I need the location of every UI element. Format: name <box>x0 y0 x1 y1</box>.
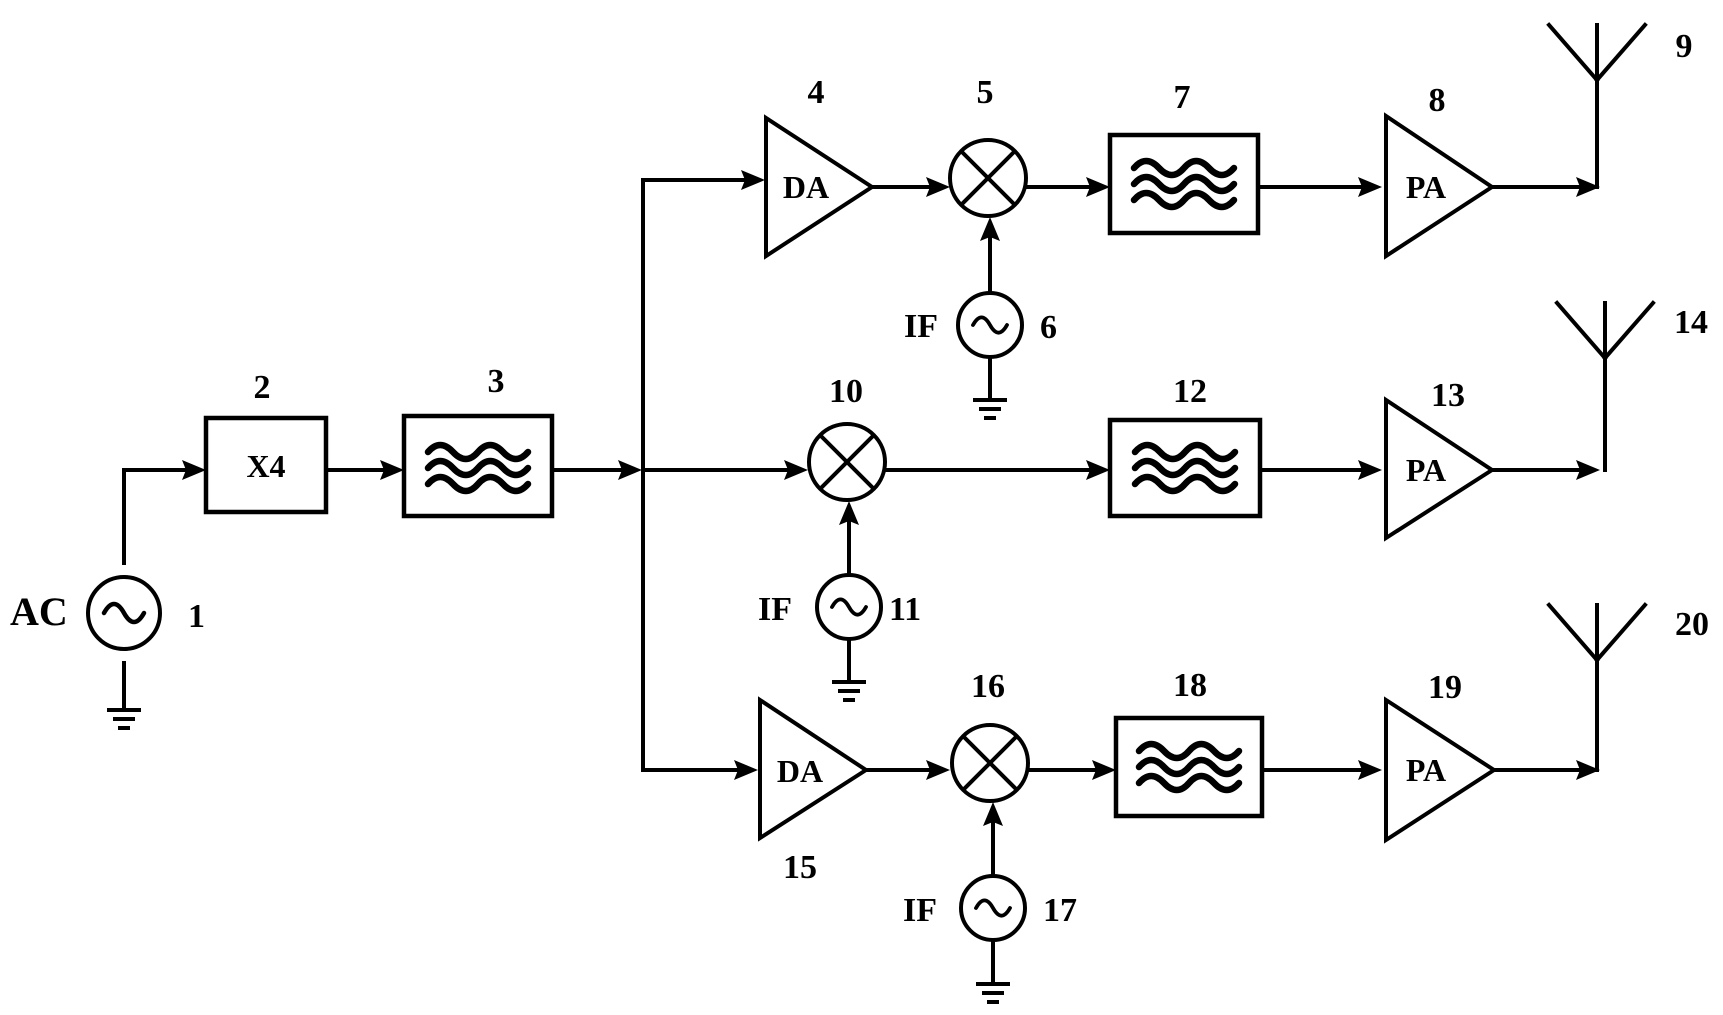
label-16: 16 <box>971 668 1005 705</box>
label-5: 5 <box>977 74 994 111</box>
multiplier-label: X4 <box>246 448 285 484</box>
pa-8-label: PA <box>1406 169 1446 205</box>
label-14: 14 <box>1674 304 1708 341</box>
ground-icon <box>107 710 141 728</box>
ac-label: AC <box>10 589 68 634</box>
antenna-14-icon <box>1557 303 1653 358</box>
if-17-label: IF <box>903 892 937 929</box>
if-11-label: IF <box>758 591 792 628</box>
ground-icon <box>832 682 866 700</box>
da-4-label: DA <box>783 169 829 205</box>
da-15-label: DA <box>777 753 823 789</box>
label-2: 2 <box>254 369 271 406</box>
label-11: 11 <box>889 591 921 628</box>
label-18: 18 <box>1173 667 1207 704</box>
label-10: 10 <box>829 373 863 410</box>
antenna-20-icon <box>1549 605 1645 660</box>
ac-source-1 <box>88 474 160 728</box>
antenna-9-icon <box>1549 25 1645 80</box>
label-8: 8 <box>1429 82 1446 119</box>
ground-icon <box>973 400 1007 418</box>
label-3: 3 <box>488 363 505 400</box>
label-6: 6 <box>1040 309 1057 346</box>
label-9: 9 <box>1676 28 1693 65</box>
ground-icon <box>976 984 1010 1002</box>
label-19: 19 <box>1428 669 1462 706</box>
label-20: 20 <box>1675 606 1709 643</box>
pa-13-label: PA <box>1406 452 1446 488</box>
label-12: 12 <box>1173 373 1207 410</box>
if-6-label: IF <box>904 308 938 345</box>
pa-19-label: PA <box>1406 752 1446 788</box>
label-4: 4 <box>808 74 825 111</box>
label-15: 15 <box>783 849 817 886</box>
label-17: 17 <box>1043 892 1077 929</box>
label-1: 1 <box>188 598 205 635</box>
label-13: 13 <box>1431 377 1465 414</box>
label-7: 7 <box>1174 79 1191 116</box>
